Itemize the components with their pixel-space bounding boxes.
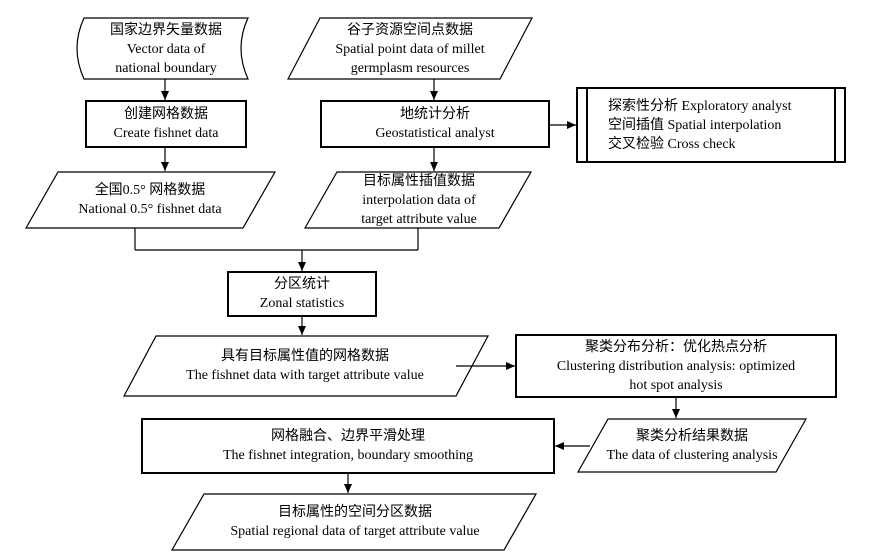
interpolation-en1: interpolation data of xyxy=(362,192,476,208)
geo-methods-line1: 探索性分析 Exploratory analyst xyxy=(608,98,792,114)
clustering-en1: Clustering distribution analysis: optimi… xyxy=(556,358,796,374)
interpolation-node: 目标属性插值数据 interpolation data of target at… xyxy=(322,173,516,227)
millet-points-cn: 谷子资源空间点数据 xyxy=(347,22,473,38)
create-fishnet-node: 创建网格数据 Create fishnet data xyxy=(86,102,246,146)
interpolation-shape xyxy=(303,171,533,229)
geostatistical-shape xyxy=(320,100,550,148)
vector-boundary-cn: 国家边界矢量数据 xyxy=(110,22,222,38)
national-fishnet-node: 全国0.5° 网格数据 National 0.5° fishnet data xyxy=(50,174,250,226)
integration-shape xyxy=(141,418,555,474)
geostatistical-cn: 地统计分析 xyxy=(400,107,470,122)
cluster-result-shape xyxy=(576,418,808,473)
integration-cn: 网格融合、边界平滑处理 xyxy=(271,429,425,444)
geostatistical-node: 地统计分析 Geostatistical analyst xyxy=(321,102,549,146)
fishnet-target-shape xyxy=(123,335,489,397)
geo-methods-node: 探索性分析 Exploratory analyst 空间插值 Spatial i… xyxy=(608,90,834,160)
vector-boundary-node: 国家边界矢量数据 Vector data of national boundar… xyxy=(80,20,252,78)
geo-methods-line2: 空间插值 Spatial interpolation xyxy=(608,117,782,133)
integration-en: The fishnet integration, boundary smooth… xyxy=(222,448,473,463)
clustering-cn: 聚类分布分析：优化热点分析 xyxy=(585,339,767,355)
integration-node: 网格融合、边界平滑处理 The fishnet integration, bou… xyxy=(142,420,554,472)
clustering-en2: hot spot analysis xyxy=(629,377,723,393)
zonal-en: Zonal statistics xyxy=(259,296,345,311)
zonal-shape xyxy=(227,271,377,317)
fishnet-target-node: 具有目标属性值的网格数据 The fishnet data with targe… xyxy=(150,338,460,394)
interpolation-en2: target attribute value xyxy=(361,211,477,227)
fishnet-target-en: The fishnet data with target attribute v… xyxy=(186,368,424,383)
national-fishnet-shape xyxy=(24,171,277,229)
clustering-node: 聚类分布分析：优化热点分析 Clustering distribution an… xyxy=(516,336,836,396)
national-fishnet-cn: 全国0.5° 网格数据 xyxy=(94,183,206,198)
create-fishnet-cn: 创建网格数据 xyxy=(124,107,208,122)
cluster-result-cn: 聚类分析结果数据 xyxy=(636,429,748,444)
millet-points-node: 谷子资源空间点数据 Spatial point data of millet g… xyxy=(300,20,520,78)
geostatistical-en: Geostatistical analyst xyxy=(375,126,495,141)
spatial-regional-en: Spatial regional data of target attribut… xyxy=(230,524,480,539)
millet-points-en1: Spatial point data of millet xyxy=(335,41,485,57)
national-fishnet-en: National 0.5° fishnet data xyxy=(78,202,222,217)
create-fishnet-shape xyxy=(85,100,247,148)
geo-methods-line3: 交叉检验 Cross check xyxy=(608,136,736,152)
vector-boundary-en1: Vector data of xyxy=(126,41,206,57)
create-fishnet-en: Create fishnet data xyxy=(113,126,219,141)
spatial-regional-node: 目标属性的空间分区数据 Spatial regional data of tar… xyxy=(192,496,518,548)
zonal-cn: 分区统计 xyxy=(274,277,330,292)
interpolation-cn: 目标属性插值数据 xyxy=(363,173,475,189)
geo-methods-shape xyxy=(576,87,846,163)
cluster-result-en: The data of clustering analysis xyxy=(606,448,778,463)
clustering-shape xyxy=(515,334,837,398)
cluster-result-node: 聚类分析结果数据 The data of clustering analysis xyxy=(592,421,792,471)
spatial-regional-cn: 目标属性的空间分区数据 xyxy=(278,505,432,520)
zonal-node: 分区统计 Zonal statistics xyxy=(228,273,376,315)
vector-boundary-en2: national boundary xyxy=(115,60,217,76)
vector-boundary-shape xyxy=(76,17,249,80)
fishnet-target-cn: 具有目标属性值的网格数据 xyxy=(221,349,389,364)
spatial-regional-shape xyxy=(170,493,538,551)
millet-points-shape xyxy=(287,17,533,80)
millet-points-en2: germplasm resources xyxy=(350,60,470,76)
